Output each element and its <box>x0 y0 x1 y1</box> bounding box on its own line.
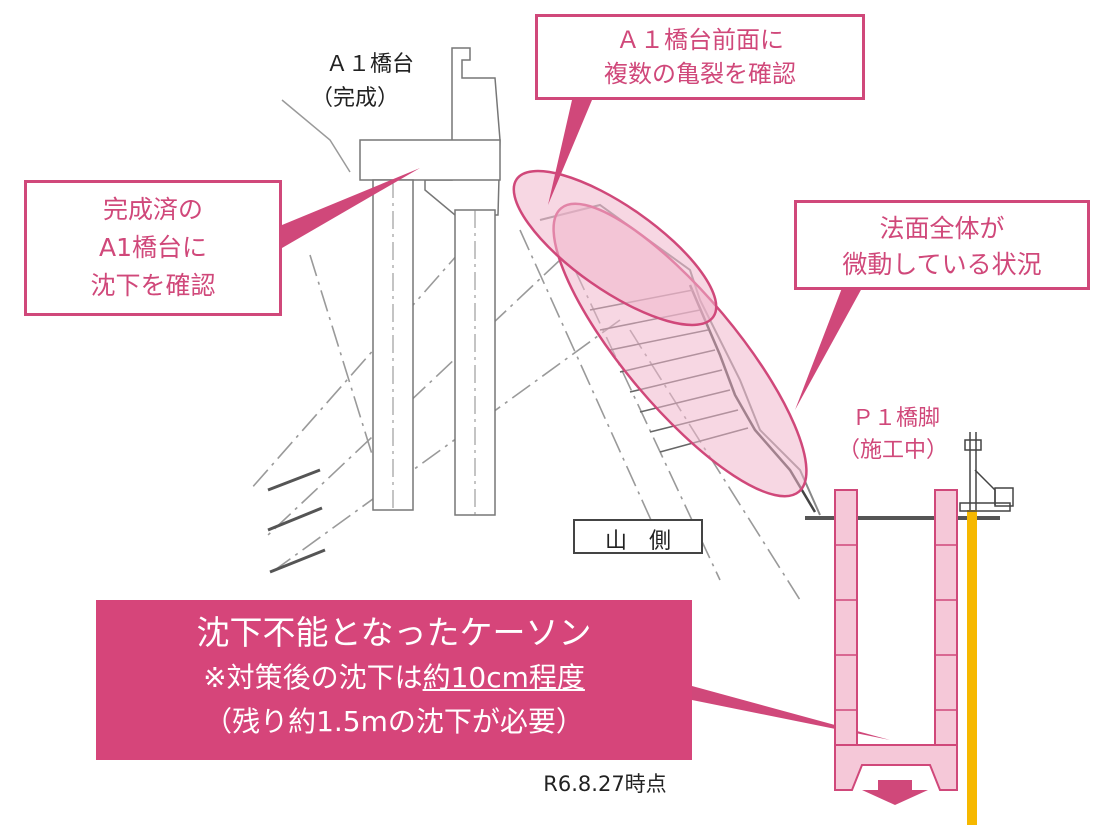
yellow-pile <box>967 510 977 825</box>
caisson-wall-left <box>834 489 858 746</box>
crack-callout-line2: 複数の亀裂を確認 <box>604 60 796 88</box>
caisson-callout-line2-prefix: ※対策後の沈下は <box>203 661 423 694</box>
anchor-line <box>267 259 561 536</box>
anchor-line <box>267 319 621 576</box>
slope-callout-line1: 法面全体が <box>879 214 1005 243</box>
p1-title: Ｐ１橋脚 <box>851 406 940 431</box>
anchor-heads <box>267 468 326 574</box>
pile-centerlines <box>392 180 476 515</box>
caisson-callout-line3: （残り約1.5mの沈下が必要） <box>204 705 584 738</box>
caisson-pointer <box>692 686 890 740</box>
p1-caisson <box>834 489 958 791</box>
anchor-line <box>309 254 381 481</box>
caisson-callout: 沈下不能となったケーソン ※対策後の沈下は約10cm程度 （残り約1.5mの沈下… <box>96 600 692 760</box>
slope-callout: 法面全体が 微動している状況 <box>794 200 1090 290</box>
mountain-side-box <box>573 519 703 554</box>
caisson-bottom <box>834 744 958 791</box>
a1-leader-line <box>281 99 351 173</box>
anchor-head <box>269 548 326 574</box>
crack-ellipse <box>512 169 718 327</box>
slope-pointer <box>795 288 862 410</box>
anchor-head <box>267 468 321 492</box>
settle-callout-line2: A1橋台に <box>98 233 207 262</box>
settle-callout-line1: 完成済の <box>102 195 203 224</box>
caisson-callout-line2: ※対策後の沈下は約10cm程度 <box>96 656 692 700</box>
settle-callout-line3: 沈下を確認 <box>90 271 216 300</box>
anchor-line <box>519 229 661 541</box>
anchor-head <box>267 506 323 532</box>
settle-callout: 完成済の A1橋台に 沈下を確認 <box>24 180 282 316</box>
abutment-footing <box>359 139 501 181</box>
crack-pointer <box>548 100 592 205</box>
a1-status: （完成） <box>310 86 399 111</box>
mountain-side-label: 山 側 <box>604 529 671 554</box>
settle-pointer <box>282 168 420 248</box>
a1-title: Ａ１橋台 <box>325 52 414 77</box>
caisson-callout-line1: 沈下不能となったケーソン <box>196 613 592 652</box>
p1-status: （施工中） <box>837 438 948 463</box>
slope-callout-line2: 微動している状況 <box>842 250 1042 279</box>
crack-callout-line1: Ａ１橋台前面に <box>616 26 784 54</box>
caisson-lifts <box>835 544 957 711</box>
anchor-line <box>249 219 489 491</box>
drilling-rig-icon <box>959 432 1014 512</box>
caisson-callout-line2-underline: 約10cm程度 <box>422 661 585 694</box>
down-arrow-icon <box>862 780 928 805</box>
a1-abutment <box>359 47 501 516</box>
caisson-wall-right <box>934 489 958 746</box>
crack-callout: Ａ１橋台前面に 複数の亀裂を確認 <box>535 14 865 100</box>
date-label: R6.8.27時点 <box>543 772 667 796</box>
